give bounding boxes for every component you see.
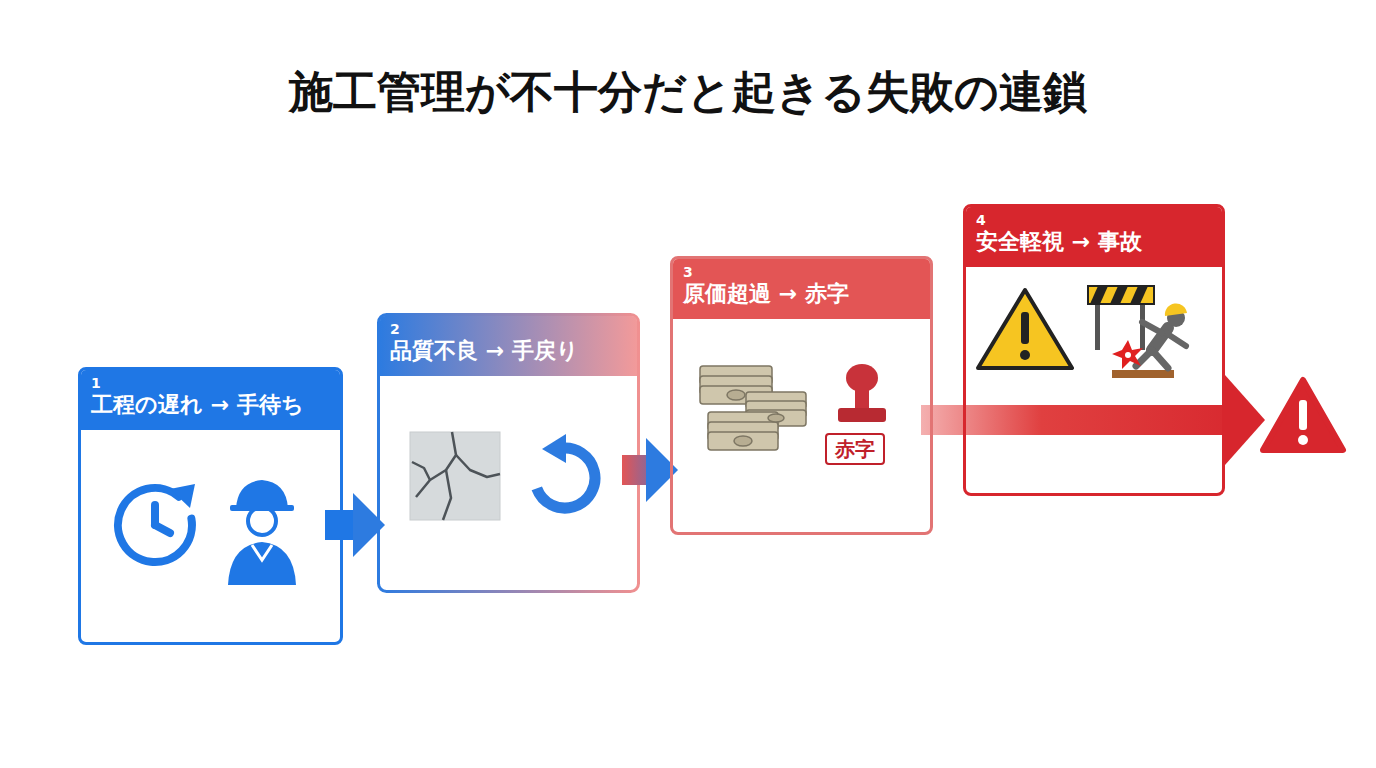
flow-arrow [622,455,646,485]
stamp-icon [838,364,886,422]
box-title: 安全軽視 → 事故 [976,228,1210,257]
flow-arrow [921,405,1225,435]
process-box: 2品質不良 → 手戻り [377,313,640,593]
process-box: 3原価超過 → 赤字赤字 [670,256,933,535]
money-icon [700,366,806,450]
box-header: 4安全軽視 → 事故 [966,207,1222,267]
box-header: 3原価超過 → 赤字 [673,259,930,319]
process-box: 4安全軽視 → 事故 [963,204,1225,496]
callout-number: 4 [976,213,1210,228]
box-title: 品質不良 → 手戻り [390,337,625,366]
crack-icon [410,432,500,520]
warning-triangle [1263,380,1343,450]
box-title: 原価超過 → 赤字 [683,280,918,309]
accident-icon [1088,286,1187,378]
process-box: 1工程の遅れ → 手待ち [78,367,343,645]
flow-arrow [325,510,353,540]
callout-number: 1 [91,376,328,391]
box-outline [379,315,639,592]
warning-sign [978,290,1072,368]
rework-icon [537,434,595,508]
worker-icon [228,480,296,585]
box-header: 2品質不良 → 手戻り [380,316,637,376]
callout-number: 3 [683,265,918,280]
box-header: 1工程の遅れ → 手待ち [81,370,340,430]
box-title: 工程の遅れ → 手待ち [91,391,328,420]
clock-arrowhead [170,484,195,508]
stamp-text: 赤字 [825,433,885,465]
diagram-title: 施工管理が不十分だと起きる失敗の連鎖 [0,66,1376,119]
callout-number: 2 [390,322,625,337]
